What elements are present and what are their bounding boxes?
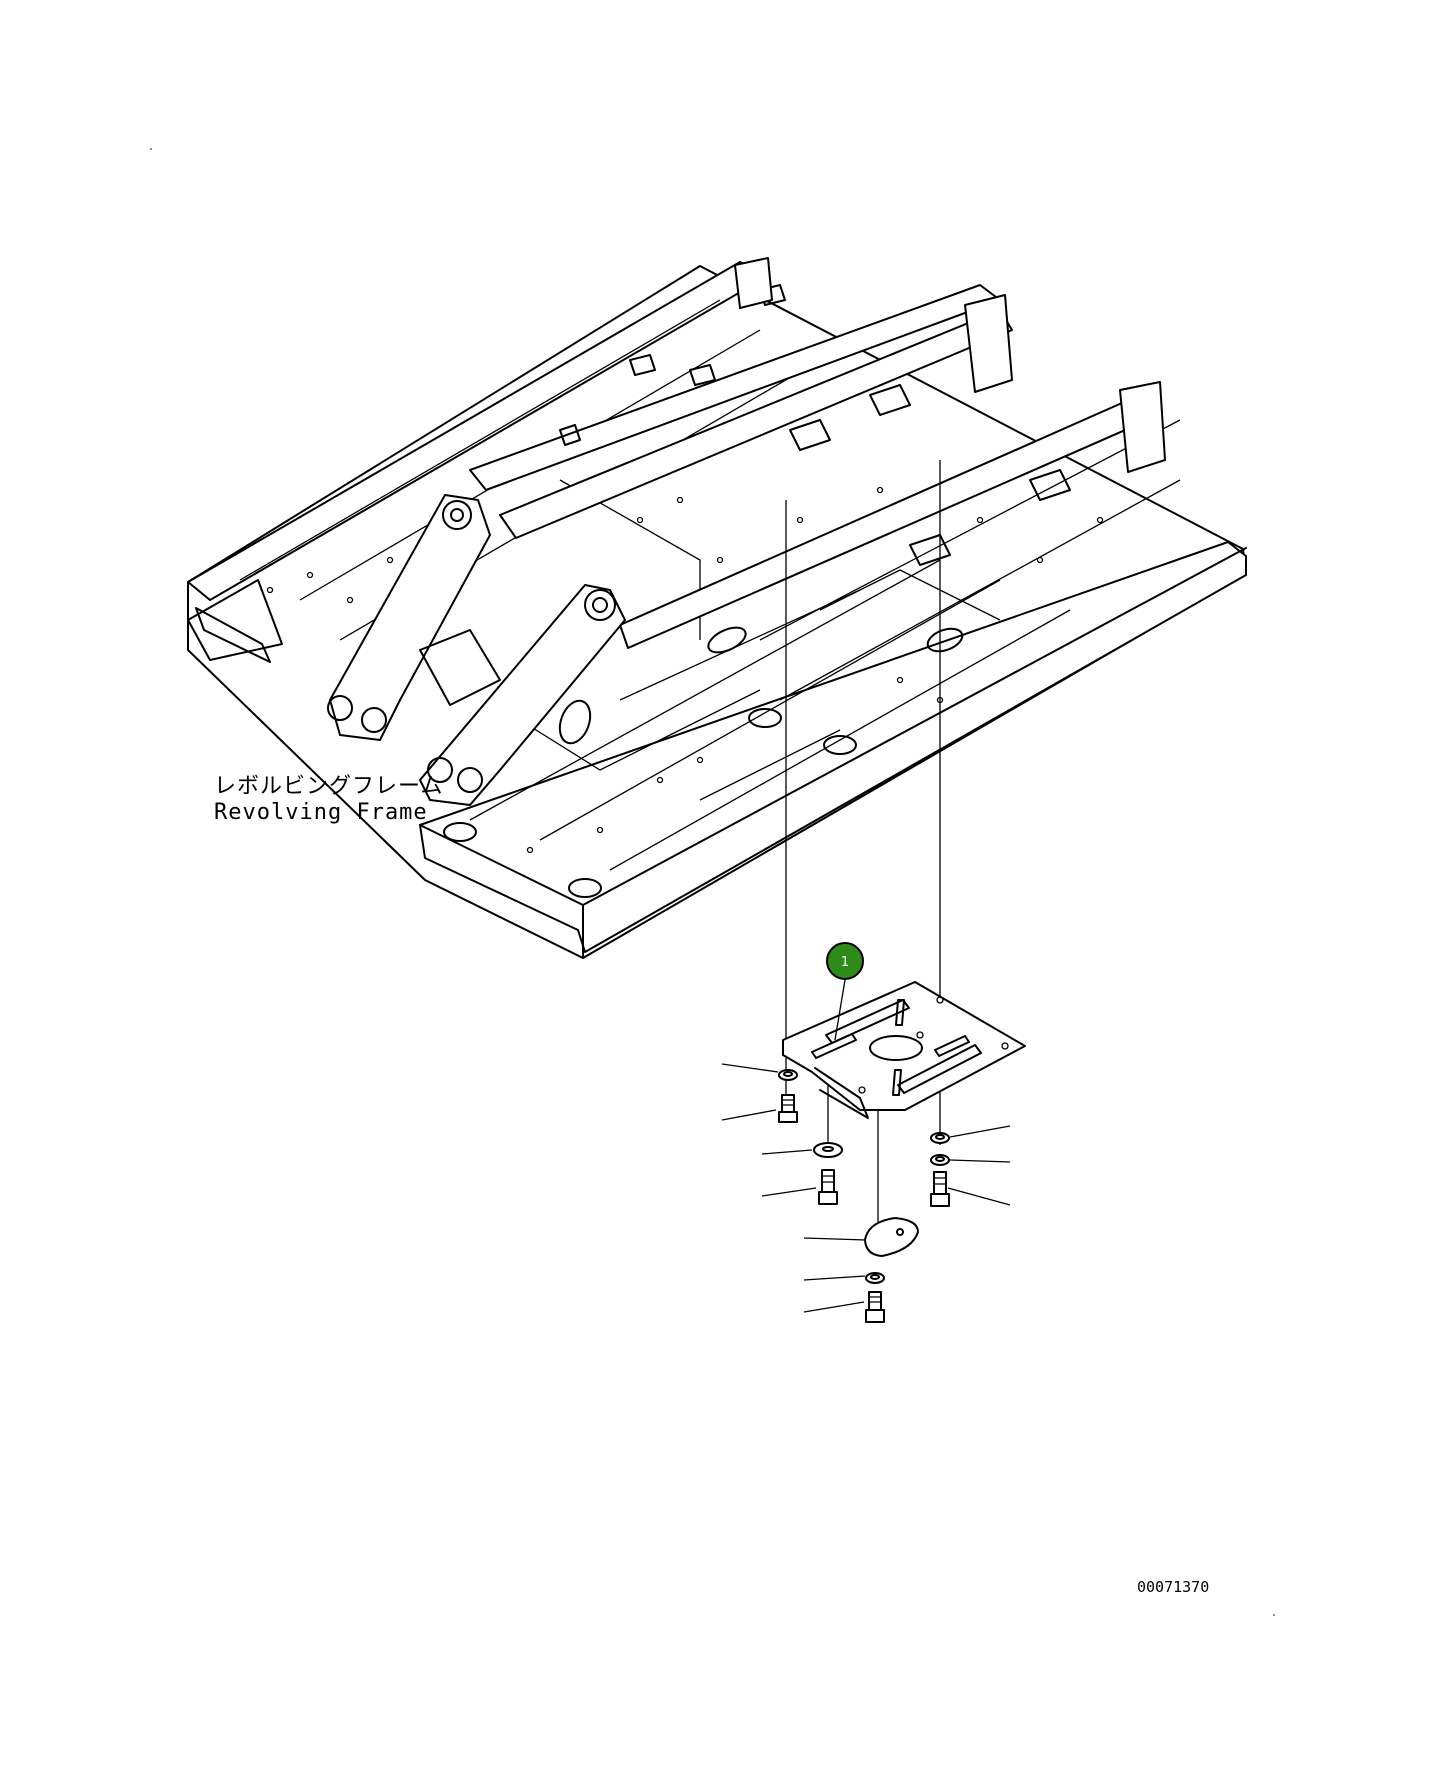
bolt-right [930,1171,950,1207]
leader-lines [721,979,1011,1313]
bolt-bottom [865,1291,885,1323]
callout-1[interactable]: 1 [826,942,864,980]
speck [1273,1614,1275,1616]
washer-right-top [930,1132,950,1144]
speck [150,148,152,150]
drawing-id: 00071370 [1137,1578,1209,1596]
washer-bottom [865,1272,885,1284]
frame-label: レボルビングフレーム Revolving Frame [214,774,443,825]
washer-center [813,1142,843,1158]
cover-cap [864,1217,919,1257]
washer-right-second [930,1154,950,1166]
washer-left-top [778,1069,798,1081]
frame-label-en: Revolving Frame [214,800,428,825]
frame-label-jp: レボルビングフレーム [214,774,443,799]
under-cover-plate [782,981,1026,1119]
bolt-center [818,1169,838,1205]
callout-1-badge[interactable] [826,942,864,980]
revolving-frame [187,257,1247,959]
bolt-left-top [778,1094,798,1123]
callout-1-number: 1 [841,955,849,970]
